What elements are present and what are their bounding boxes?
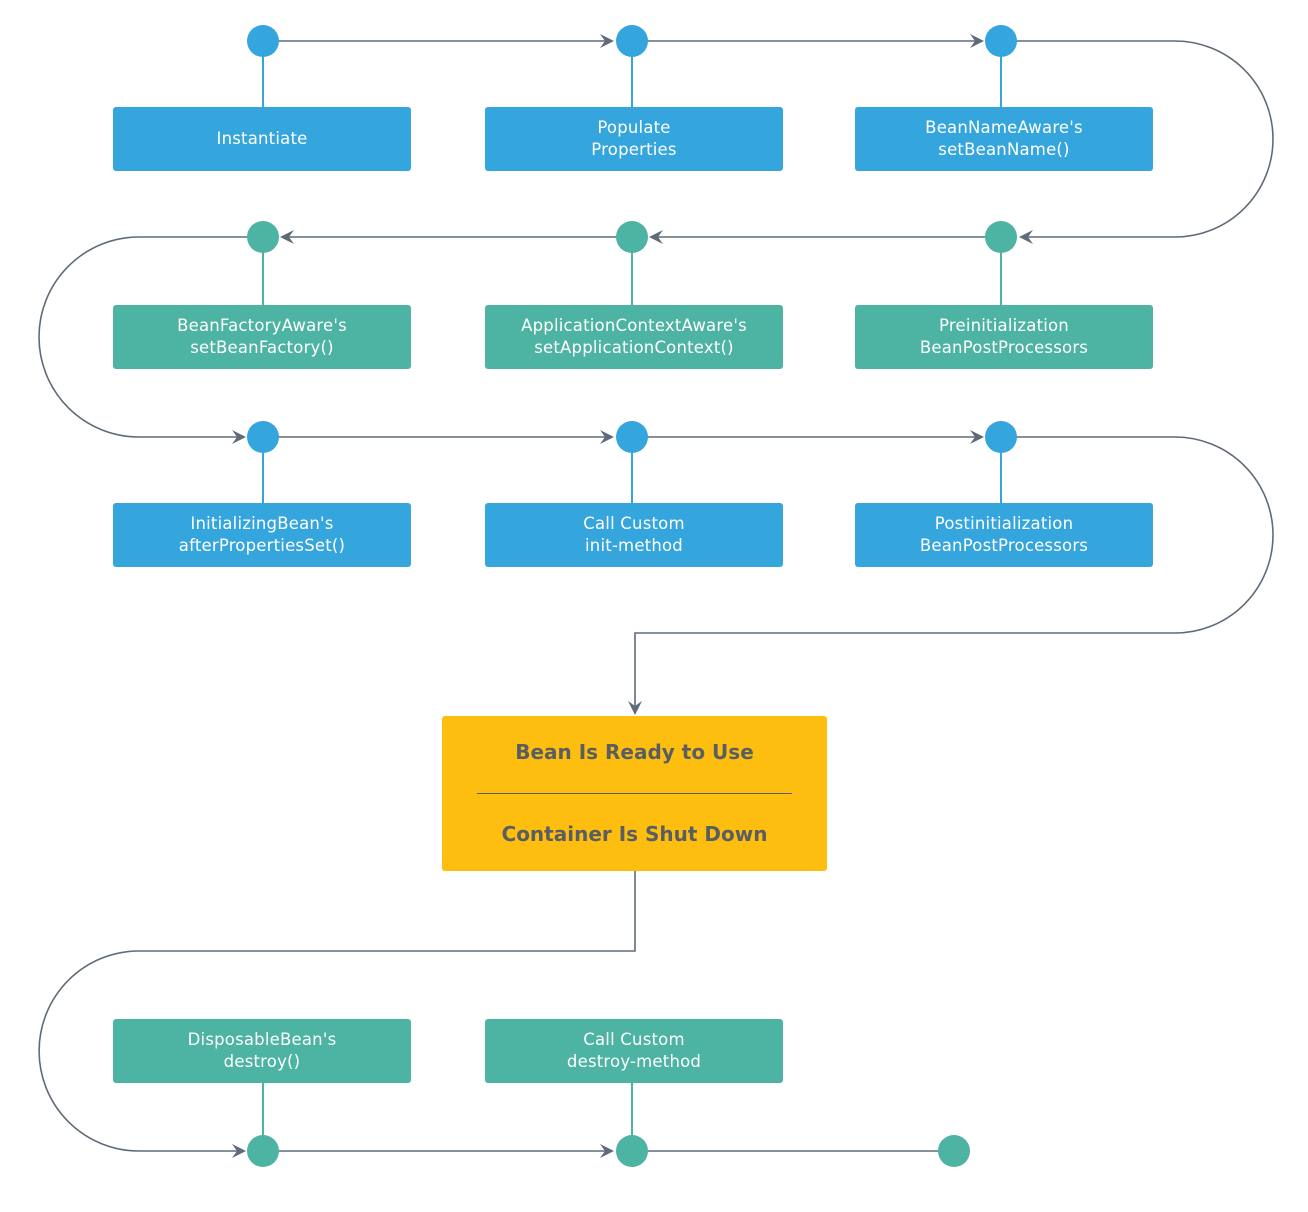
step-label: BeanPostProcessors [919, 536, 1089, 555]
step-dot [247, 25, 279, 57]
step-label: Call Custom [583, 514, 685, 533]
step-label: destroy-method [566, 1052, 702, 1071]
step-custom-destroy-method: Call Custom destroy-method [485, 1019, 783, 1083]
step-initializing-bean: InitializingBean's afterPropertiesSet() [113, 503, 411, 567]
step-label: InitializingBean's [190, 514, 334, 533]
step-label: BeanNameAware's [925, 118, 1083, 137]
step-label: setBeanName() [938, 140, 1070, 159]
step-label: ApplicationContextAware's [521, 316, 747, 335]
step-instantiate: Instantiate [113, 107, 411, 171]
ready-shutdown-box: Bean Is Ready to Use Container Is Shut D… [442, 716, 827, 871]
step-label: destroy() [223, 1052, 301, 1071]
step-dot [985, 421, 1017, 453]
end-dot [938, 1135, 970, 1167]
step-label: DisposableBean's [187, 1030, 337, 1049]
step-dot [247, 221, 279, 253]
flow-curve [628, 436, 1274, 715]
step-bean-factory-aware: BeanFactoryAware's setBeanFactory() [113, 305, 411, 369]
step-label: Populate [597, 118, 671, 137]
step-dot [616, 221, 648, 253]
ready-divider [477, 793, 792, 794]
flow-curve [38, 871, 636, 1158]
step-custom-init-method: Call Custom init-method [485, 503, 783, 567]
step-preinitialization: Preinitialization BeanPostProcessors [855, 305, 1153, 369]
step-label: Instantiate [216, 129, 308, 148]
step-dot [616, 1135, 648, 1167]
step-application-context-aware: ApplicationContextAware's setApplication… [485, 305, 783, 369]
step-dot [616, 421, 648, 453]
flow-curve [1001, 40, 1274, 244]
ready-title: Bean Is Ready to Use [515, 740, 754, 764]
step-label: Preinitialization [939, 316, 1069, 335]
step-label: Properties [591, 140, 677, 159]
step-disposable-bean: DisposableBean's destroy() [113, 1019, 411, 1083]
step-label: init-method [585, 536, 683, 555]
step-label: BeanPostProcessors [919, 338, 1089, 357]
step-dot [985, 221, 1017, 253]
step-label: afterPropertiesSet() [178, 536, 346, 555]
step-dot [247, 421, 279, 453]
step-postinitialization: Postinitialization BeanPostProcessors [855, 503, 1153, 567]
step-label: setBeanFactory() [190, 338, 334, 357]
step-dot [247, 1135, 279, 1167]
step-label: setApplicationContext() [534, 338, 734, 357]
step-label: BeanFactoryAware's [177, 316, 347, 335]
step-bean-name-aware: BeanNameAware's setBeanName() [855, 107, 1153, 171]
step-label: Postinitialization [934, 514, 1074, 533]
flow-curve [38, 236, 263, 444]
step-label: Call Custom [583, 1030, 685, 1049]
step-dot [985, 25, 1017, 57]
step-populate-properties: Populate Properties [485, 107, 783, 171]
step-dot [616, 25, 648, 57]
shutdown-title: Container Is Shut Down [501, 822, 768, 846]
